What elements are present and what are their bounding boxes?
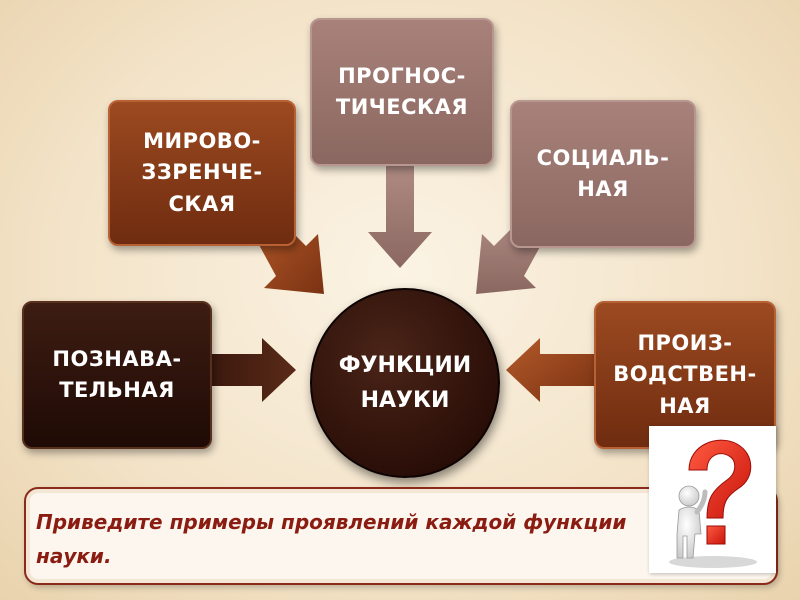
function-box-social: СОЦИАЛЬ- НАЯ	[510, 100, 696, 248]
function-box-worldview: МИРОВО- ЗЗРЕНЧЕ- СКАЯ	[108, 100, 296, 246]
center-label: ФУНКЦИИ НАУКИ	[338, 352, 472, 413]
arrow-productive	[506, 338, 594, 402]
center-circle: ФУНКЦИИ НАУКИ	[310, 288, 500, 478]
arrow-cognitive	[208, 338, 296, 402]
function-label-cognitive: ПОЗНАВА- ТЕЛЬНАЯ	[52, 346, 182, 403]
function-label-productive: ПРОИЗ- ВОДСТВЕН- НАЯ	[613, 330, 757, 418]
question-text: Приведите примеры проявлений каждой функ…	[36, 510, 627, 568]
function-box-cognitive: ПОЗНАВА- ТЕЛЬНАЯ	[22, 301, 212, 449]
function-box-prognostic: ПРОГНОС- ТИЧЕСКАЯ	[310, 18, 494, 166]
arrow-prognostic	[368, 162, 432, 268]
function-label-social: СОЦИАЛЬ- НАЯ	[536, 145, 670, 202]
function-label-prognostic: ПРОГНОС- ТИЧЕСКАЯ	[335, 63, 469, 120]
question-mark-figure-icon	[649, 426, 776, 573]
function-label-worldview: МИРОВО- ЗЗРЕНЧЕ- СКАЯ	[141, 128, 263, 216]
